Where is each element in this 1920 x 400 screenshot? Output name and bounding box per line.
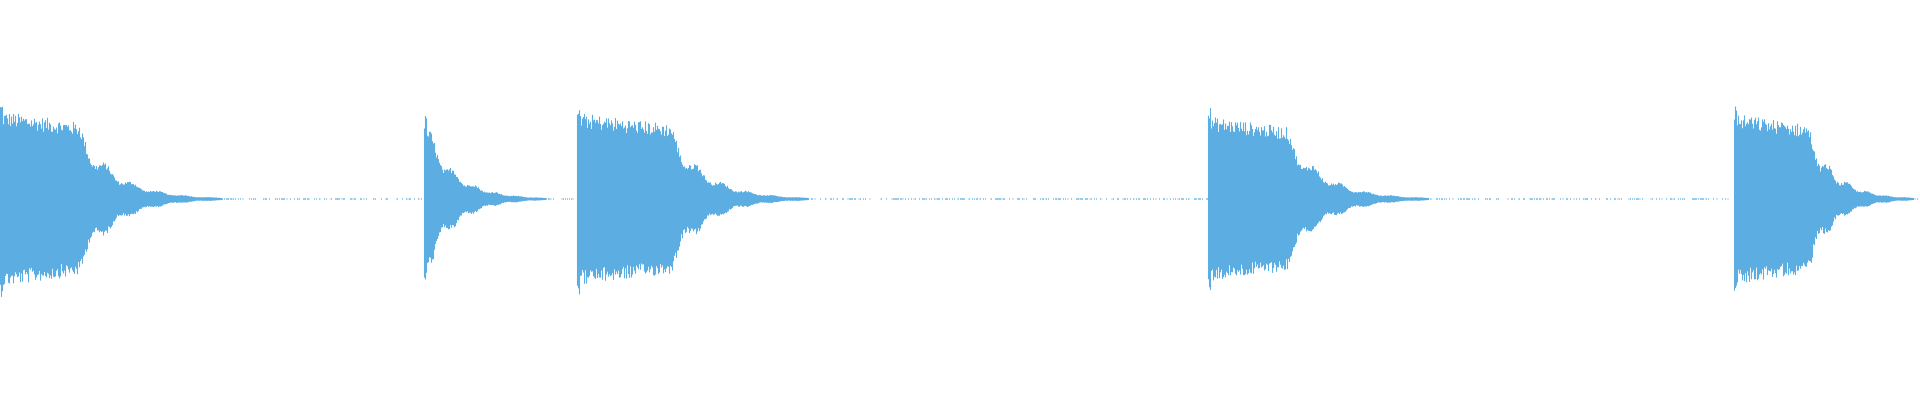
waveform-trace xyxy=(0,106,1918,297)
